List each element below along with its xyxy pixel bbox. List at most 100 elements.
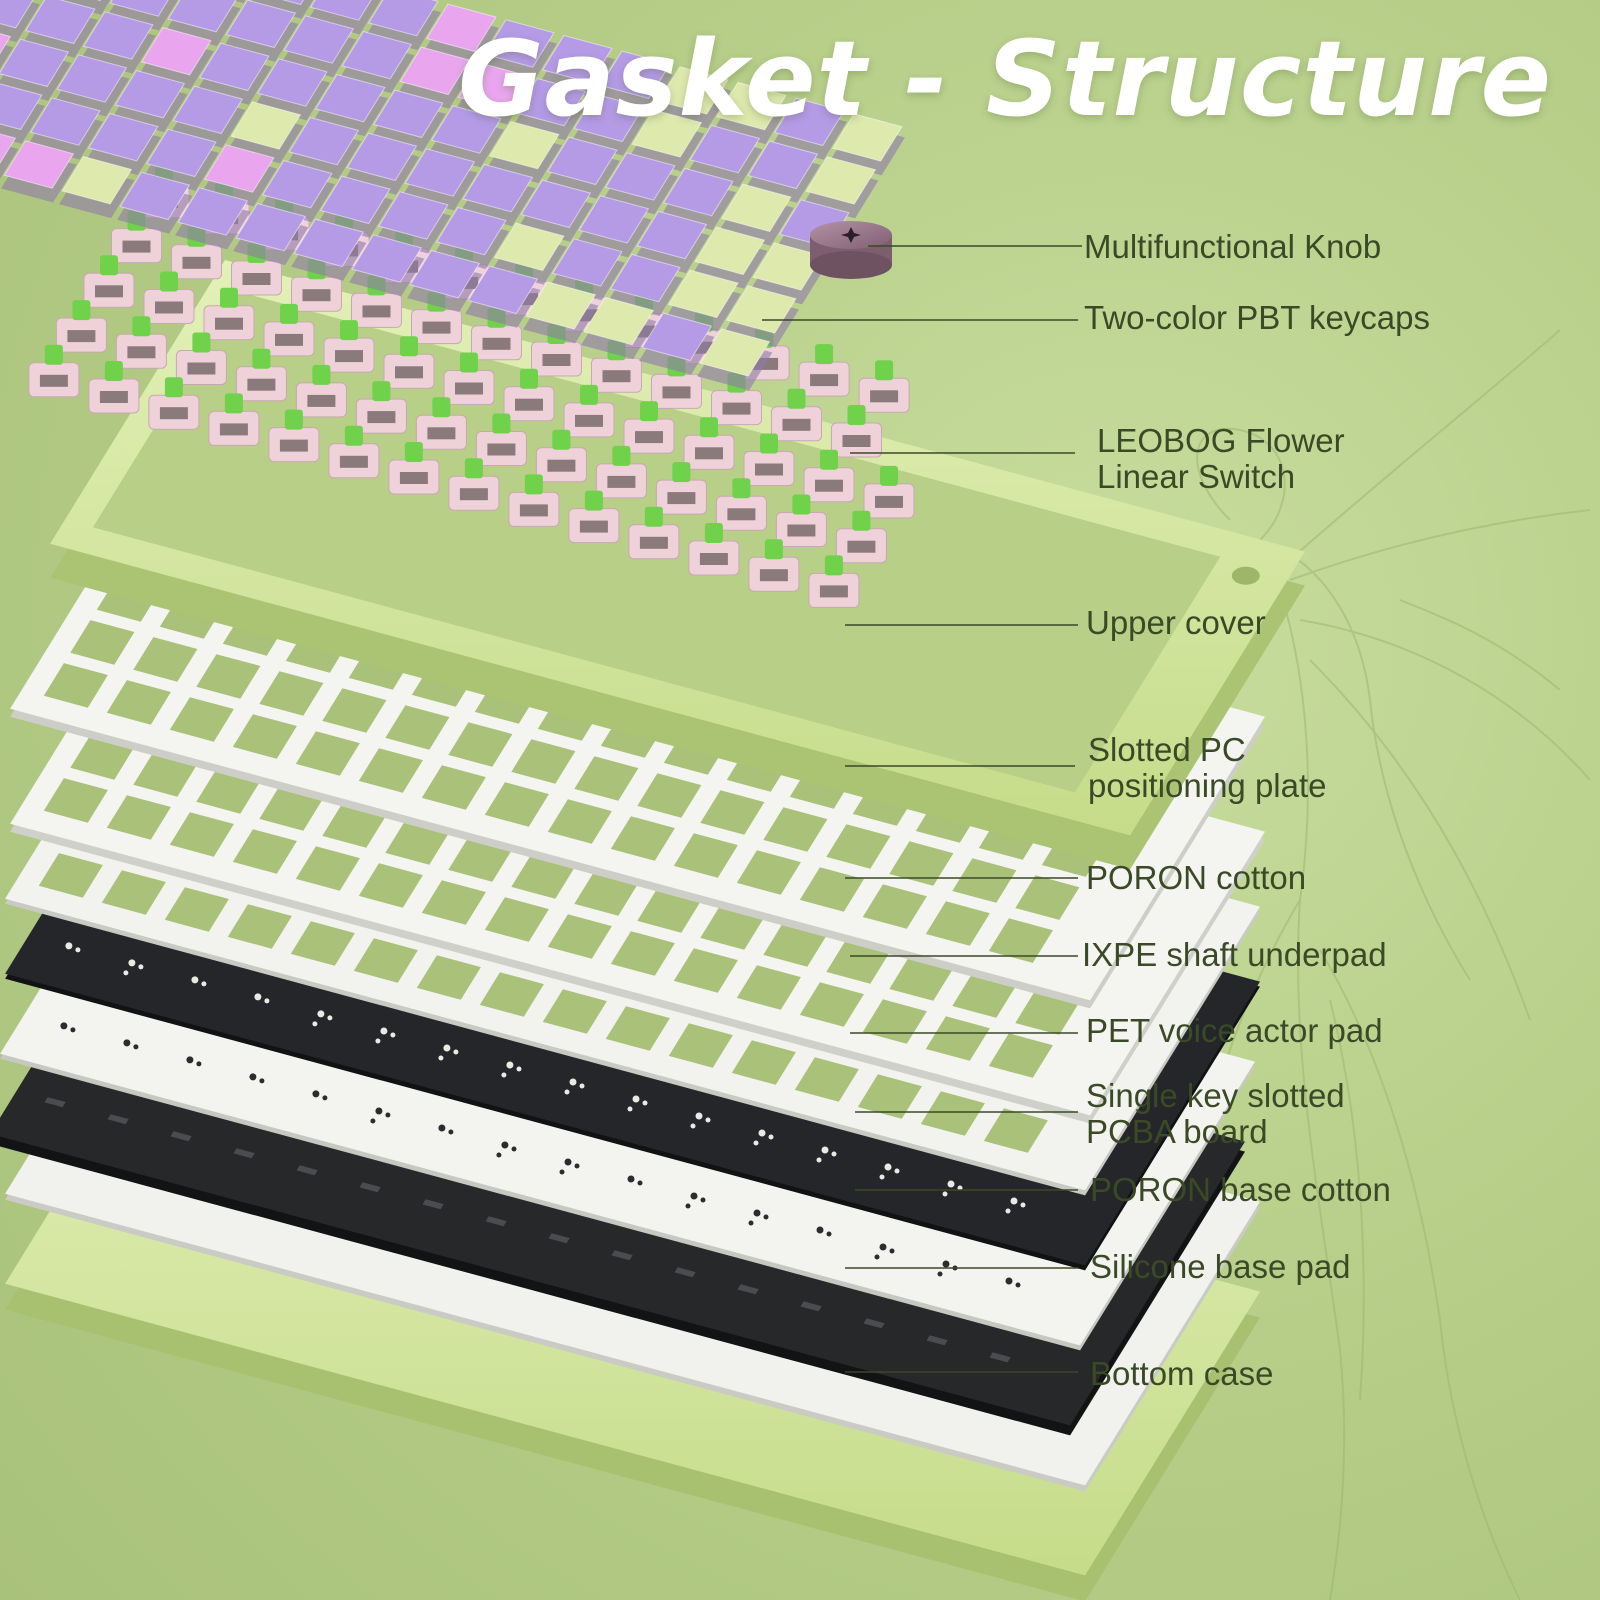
- switch-stem: [792, 494, 811, 515]
- keycap: [687, 124, 763, 188]
- switch-stem: [820, 449, 838, 470]
- switch: [55, 300, 107, 353]
- switch: [448, 458, 500, 511]
- keycap-top: [341, 30, 413, 80]
- switch-label: [547, 459, 576, 472]
- switch-label: [815, 479, 843, 492]
- switch: [798, 344, 850, 397]
- switch: [803, 449, 855, 503]
- label-pet-pad: PET voice actor pad: [1086, 1013, 1383, 1049]
- keycap: [0, 33, 14, 70]
- switch-stem: [252, 348, 271, 369]
- switch: [28, 344, 80, 398]
- switch-stem: [760, 433, 778, 454]
- keycap-top: [0, 133, 17, 165]
- switch-label: [339, 455, 368, 468]
- switch-stem: [312, 364, 331, 385]
- keycap-top: [805, 156, 877, 205]
- switch: [383, 336, 435, 389]
- keycap-top: [177, 187, 249, 236]
- keycap-top: [725, 285, 797, 334]
- keycap-top: [578, 195, 650, 244]
- label-pcba: Single key slotted PCBA board: [1086, 1078, 1345, 1150]
- label-switch-line1: LEOBOG Flower: [1097, 422, 1345, 459]
- keycap-top: [551, 238, 623, 287]
- switch: [83, 255, 135, 308]
- keycap-top: [457, 62, 529, 111]
- switch: [831, 405, 882, 458]
- switch: [808, 555, 860, 608]
- keycap-top: [145, 128, 217, 178]
- switch-stem: [340, 320, 358, 341]
- switch-stem: [815, 344, 834, 365]
- keycap: [491, 222, 567, 285]
- label-keycaps-text: Two-color PBT keycaps: [1084, 299, 1431, 336]
- keycap-top: [367, 0, 439, 37]
- keycap-top: [493, 222, 565, 272]
- switch-label: [95, 285, 123, 298]
- switch-label: [362, 305, 391, 318]
- switch-stem: [644, 506, 663, 527]
- keycap: [1, 140, 77, 203]
- switch-label: [699, 553, 728, 565]
- keycap-top: [140, 26, 212, 76]
- keycap: [291, 218, 367, 281]
- switch-stem: [672, 462, 691, 483]
- keycap-top: [225, 0, 297, 49]
- switch-label: [99, 391, 128, 403]
- switch-label: [662, 386, 691, 399]
- switch-stem: [224, 393, 243, 414]
- switch-stem: [432, 397, 451, 418]
- keycap: [233, 202, 309, 266]
- switch-stem: [524, 474, 543, 495]
- keycap-top: [0, 38, 70, 88]
- switch-stem: [612, 445, 631, 466]
- keycap: [0, 38, 72, 101]
- switch-label: [215, 317, 243, 330]
- keycap-top: [256, 58, 328, 107]
- keycap-top: [720, 183, 792, 233]
- label-knob: Multifunctional Knob: [1084, 229, 1381, 265]
- switch: [323, 320, 375, 373]
- switch-label: [842, 435, 871, 447]
- label-poron-cotton-text: PORON cotton: [1086, 859, 1307, 896]
- keycap-top: [399, 46, 471, 96]
- switch-stem: [132, 316, 151, 337]
- switch-stem: [880, 465, 898, 486]
- switch-stem: [552, 429, 571, 450]
- switch-label: [127, 346, 156, 359]
- switch-stem: [460, 352, 478, 373]
- keycap-top: [462, 163, 534, 213]
- layer-stack: [0, 260, 1306, 1600]
- keycap: [697, 328, 773, 391]
- keycap-top: [609, 253, 681, 303]
- switch-stem: [372, 381, 391, 402]
- keycap-top: [96, 0, 102, 2]
- switch: [595, 445, 647, 499]
- label-pc-plate-line2: positioning plate: [1088, 767, 1327, 804]
- switch: [623, 401, 675, 454]
- switch-stem: [787, 388, 806, 409]
- keycap-top: [404, 148, 476, 197]
- switch-stem: [732, 478, 751, 499]
- switch-label: [755, 463, 783, 476]
- switch-stem: [284, 409, 303, 430]
- keycap-top: [747, 140, 819, 190]
- switch-stem: [492, 413, 511, 434]
- keycap-top: [483, 19, 555, 68]
- switch: [743, 433, 795, 486]
- switch-stem: [72, 300, 91, 321]
- keycap-top: [525, 281, 597, 330]
- switch-label: [782, 418, 811, 431]
- keycap: [54, 54, 130, 117]
- keycap-side: [0, 43, 14, 70]
- keycap-top: [61, 155, 133, 205]
- keycap-top: [546, 136, 618, 186]
- label-switch: LEOBOG Flower Linear Switch: [1097, 423, 1345, 495]
- keycap-top: [662, 167, 734, 217]
- label-pcba-line2: PCBA board: [1086, 1113, 1268, 1150]
- switch-label: [187, 362, 216, 375]
- keycap-top: [657, 66, 729, 115]
- switch-stem: [192, 332, 211, 353]
